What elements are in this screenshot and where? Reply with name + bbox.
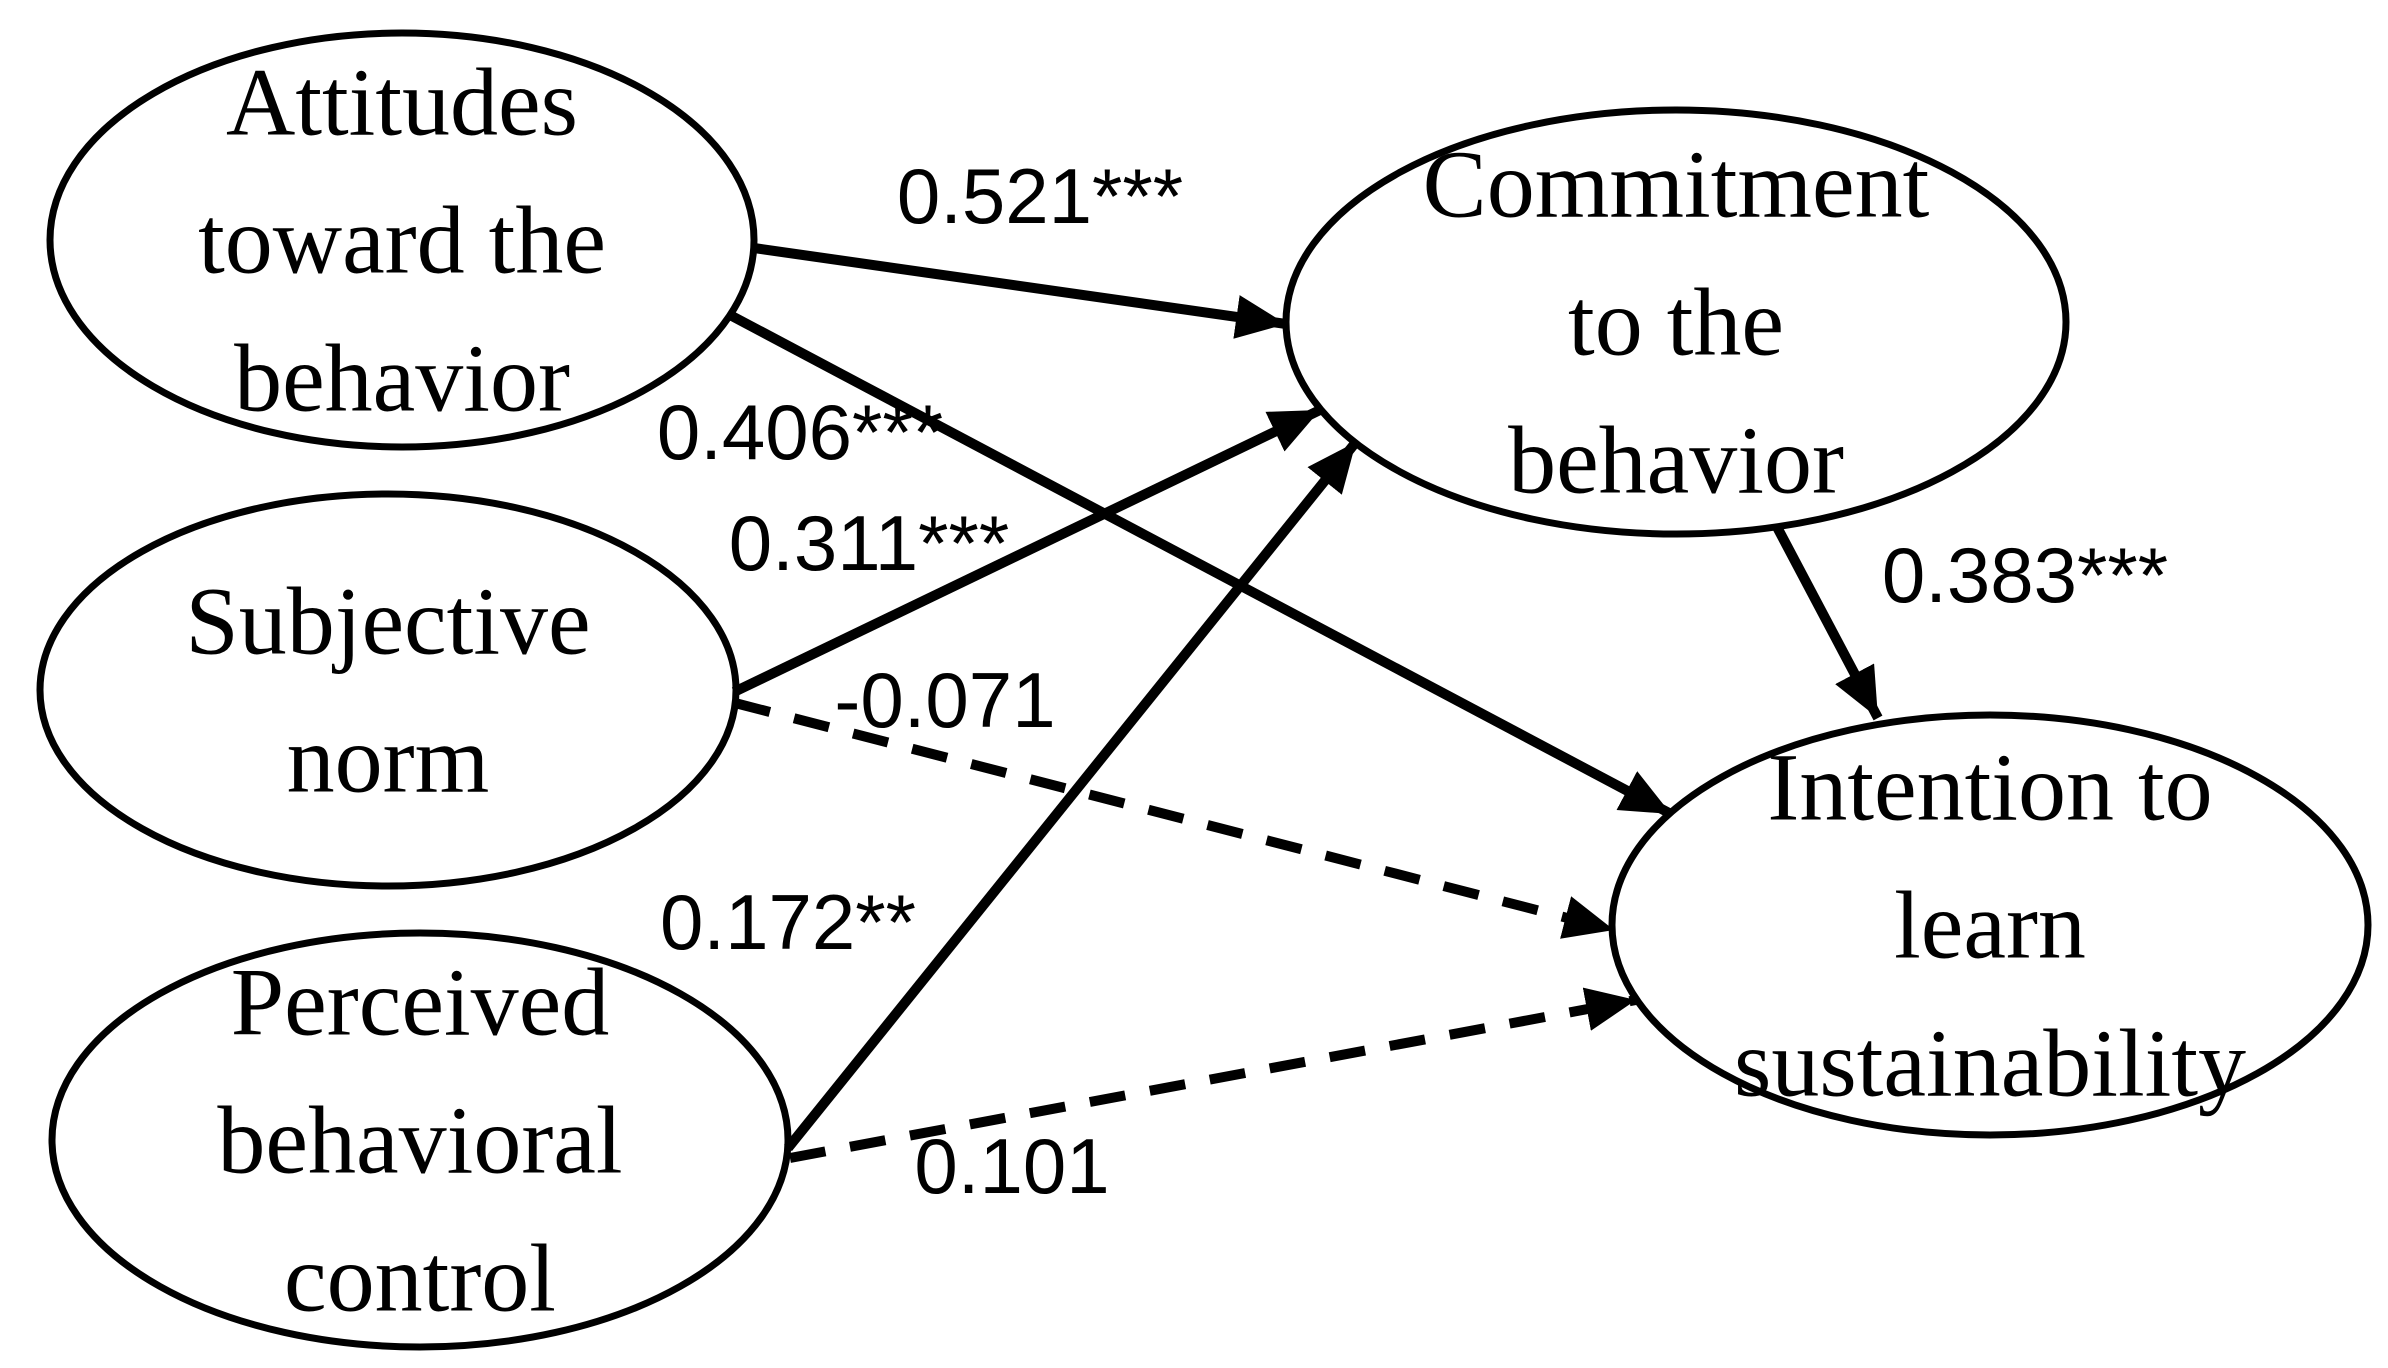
node-label-perceived-behavioral-control: Perceived behavioral control (217, 949, 622, 1332)
edge-commitment-to-intention (1772, 524, 1883, 721)
node-label-line: behavioral (217, 1087, 622, 1194)
node-label-line: control (284, 1225, 556, 1332)
coefficient-attitudes-to-commitment: 0.521*** (897, 152, 1183, 240)
node-ellipse-perceived-behavioral-control (48, 929, 792, 1351)
coefficient-perceived-behavioral-control-to-intention: 0.101 (914, 1122, 1109, 1210)
coefficient-commitment-to-intention: 0.383*** (1882, 531, 2168, 619)
node-label-line: learn (1894, 872, 2086, 979)
node-label-line: Subjective (185, 568, 590, 675)
coefficient-subjective-norm-to-intention: -0.071 (834, 656, 1055, 744)
node-label-line: Commitment (1423, 131, 1930, 238)
edge-perceived-behavioral-control-to-commitment (784, 438, 1360, 1152)
edges-layer (727, 243, 1883, 1163)
node-label-line: Perceived (231, 949, 609, 1056)
node-label-attitudes: Attitudes toward the behavior (198, 49, 606, 432)
node-label-line: toward the (198, 187, 606, 294)
coefficient-attitudes-to-intention: 0.406*** (657, 388, 943, 476)
coefficient-labels-layer: 0.521*** 0.406*** 0.311*** -0.071 0.172** 0.1… (657, 152, 2168, 1210)
node-label-commitment: Commitment to the behavior (1423, 131, 1930, 514)
node-label-subjective-norm: Subjective norm (185, 568, 590, 813)
coefficient-perceived-behavioral-control-to-commitment: 0.172** (660, 878, 916, 966)
node-label-line: norm (287, 706, 490, 813)
edge-attitudes-to-commitment (753, 243, 1287, 339)
node-label-line: behavior (234, 325, 570, 432)
node-label-line: sustainability (1734, 1010, 2246, 1117)
node-label-intention: Intention to learn sustainability (1734, 734, 2246, 1117)
edge-perceived-behavioral-control-to-intention (789, 987, 1637, 1163)
node-label-line: Attitudes (226, 49, 578, 156)
edge-subjective-norm-to-intention (733, 698, 1616, 939)
node-ellipse-subjective-norm (36, 490, 740, 890)
edge-attitudes-to-intention (727, 310, 1674, 819)
node-ellipse-attitudes (46, 29, 758, 451)
node-label-line: Intention to (1767, 734, 2212, 841)
node-label-line: behavior (1508, 407, 1844, 514)
node-label-line: to the (1568, 269, 1784, 376)
coefficient-subjective-norm-to-commitment: 0.311*** (729, 499, 1009, 587)
edge-subjective-norm-to-commitment (731, 405, 1323, 697)
